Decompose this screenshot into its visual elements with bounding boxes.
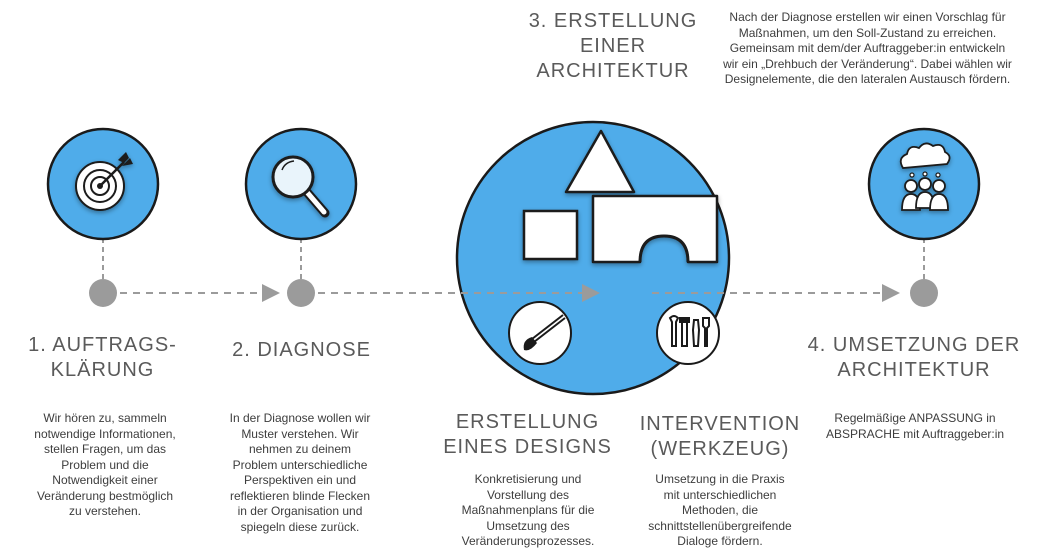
step-3-text: Nach der Diagnose erstellen wir einen Vo… xyxy=(723,10,1012,86)
step-4-title: 4. UMSETZUNG DER ARCHITEKTUR xyxy=(807,334,1021,381)
target-icon xyxy=(75,152,133,211)
step-dot-4 xyxy=(910,279,938,307)
brush-icon xyxy=(523,314,566,351)
building-blocks-icon xyxy=(522,129,719,264)
step-1-text: Wir hören zu, sammeln notwendige Informa… xyxy=(34,411,176,518)
step-2-text: In der Diagnose wollen wir Muster verste… xyxy=(229,411,371,534)
intervention-sub-circle xyxy=(656,301,720,365)
arrow-head-2 xyxy=(582,284,600,302)
design-sub-circle xyxy=(508,301,572,365)
design-title: ERSTELLUNG EINES DESIGNS xyxy=(443,411,612,458)
step-4-text: Regelmäßige ANPASSUNG in ABSPRACHE mit A… xyxy=(825,411,1005,441)
tools-icon xyxy=(668,315,710,347)
arrow-heads xyxy=(262,284,900,302)
step-circle-2 xyxy=(244,127,358,241)
step-1-title: 1. AUFTRAGS- KLÄRUNG xyxy=(28,334,177,381)
step-dot-1 xyxy=(89,279,117,307)
magnifier-icon xyxy=(271,155,330,218)
step-dot-2 xyxy=(287,279,315,307)
intervention-text: Umsetzung in die Praxis mit unterschiedl… xyxy=(648,472,792,548)
step-2-title: 2. DIAGNOSE xyxy=(232,339,371,361)
team-cloud-icon xyxy=(899,142,951,211)
step-circle-4 xyxy=(867,127,981,241)
arrow-head-1 xyxy=(262,284,280,302)
step-circle-1 xyxy=(46,127,160,241)
arrow-head-3 xyxy=(882,284,900,302)
design-text: Konkretisierung und Vorstellung des Maßn… xyxy=(461,472,595,548)
intervention-title: INTERVENTION (WERKZEUG) xyxy=(639,413,801,460)
step-3-title: 3. ERSTELLUNG EINER ARCHITEKTUR xyxy=(528,10,698,82)
